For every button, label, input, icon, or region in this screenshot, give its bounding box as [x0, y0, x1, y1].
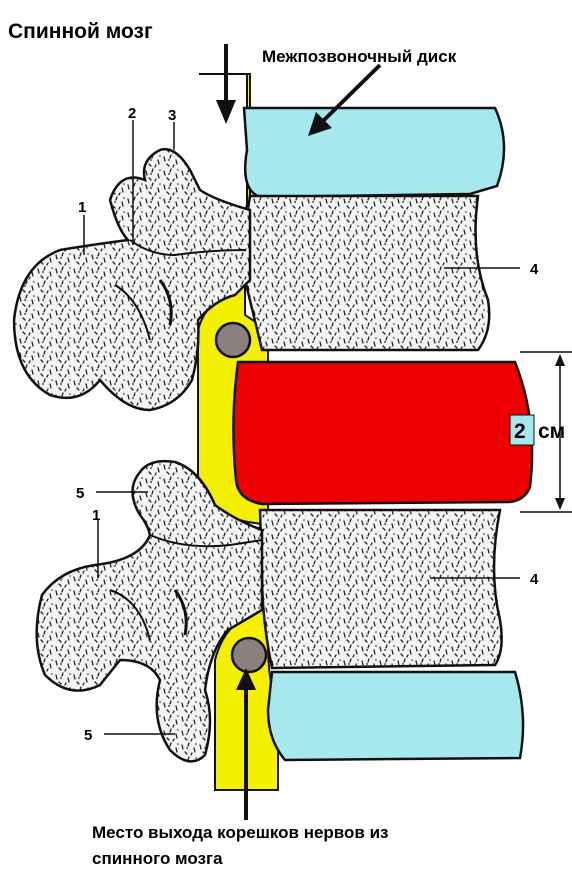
label-num-4-top: 4: [530, 261, 539, 278]
label-spinal-cord: Спинной мозг: [8, 20, 153, 43]
lower-vertebral-body: [260, 510, 502, 668]
label-num-1-bottom: 1: [92, 507, 100, 524]
label-num-4-bottom: 4: [530, 571, 539, 588]
upper-vertebral-body: [240, 196, 489, 350]
nerve-root-upper: [216, 323, 250, 357]
label-num-2: 2: [128, 105, 136, 122]
label-num-1-top: 1: [78, 199, 86, 216]
label-num-5-mid: 5: [76, 485, 84, 502]
arrow-spinal-cord: [216, 44, 236, 124]
label-num-3: 3: [168, 107, 176, 124]
lower-disc: [268, 672, 523, 760]
label-nerve-exit-line1: Место выхода корешков нервов из: [92, 823, 389, 842]
nerve-root-lower: [232, 638, 266, 672]
upper-disc: [244, 108, 504, 197]
label-num-5-bottom: 5: [84, 727, 92, 744]
measure-value: 2: [514, 420, 526, 443]
label-nerve-exit-line2: спинного мозга: [92, 849, 223, 868]
label-intervertebral-disc: Межпозвоночный диск: [262, 47, 457, 66]
herniated-disc: [233, 362, 532, 504]
measure-unit: см: [538, 420, 565, 443]
